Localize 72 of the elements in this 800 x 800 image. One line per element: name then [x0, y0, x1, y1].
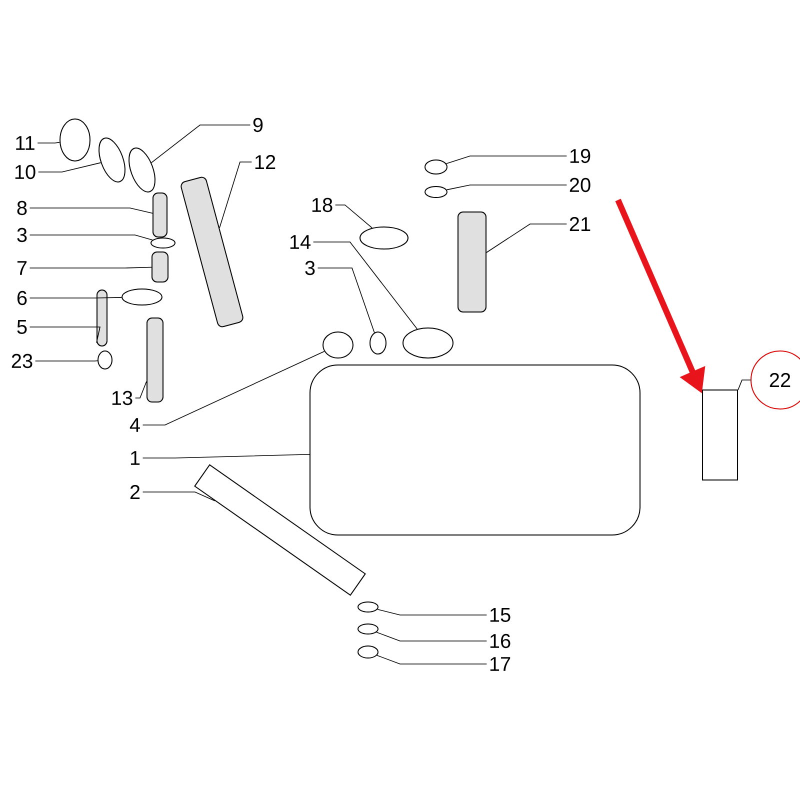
callout-number: 13 — [112, 390, 132, 406]
callout-number: 1 — [130, 451, 140, 465]
callout-number: 15 — [490, 608, 510, 622]
callout-number: 4 — [130, 418, 140, 432]
callout-number: 3 — [305, 260, 315, 276]
leader-line — [446, 156, 568, 164]
hose-drawing — [152, 192, 168, 238]
leader-line — [29, 234, 153, 240]
callout-number: 18 — [312, 198, 332, 212]
leader-line — [134, 381, 147, 398]
clip-drawing — [150, 238, 176, 248]
callout-number: 22 — [750, 350, 800, 410]
ring-drawing — [98, 138, 126, 182]
leader-line — [34, 360, 98, 362]
leader-line — [142, 350, 325, 426]
crossmember-drawing — [194, 464, 366, 596]
washer-drawing — [358, 602, 378, 612]
callout-number: 12 — [255, 155, 276, 169]
callout-number: 10 — [15, 164, 36, 180]
callout-number: 9 — [253, 118, 263, 132]
gasket-drawing — [360, 226, 408, 250]
nut-drawing — [424, 160, 448, 174]
leader-line — [29, 297, 122, 298]
leader-line — [317, 268, 375, 333]
leader-line — [38, 162, 102, 172]
hose-drawing — [180, 176, 244, 328]
callout-number: 5 — [17, 320, 27, 334]
nut-drawing — [358, 646, 378, 658]
bracket-drawing — [702, 390, 738, 480]
leader-line — [334, 204, 373, 228]
callout-number: 6 — [17, 290, 27, 306]
leader-line — [376, 632, 488, 642]
valve-drawing — [98, 350, 112, 370]
clamp-drawing — [122, 288, 162, 306]
leader-line — [738, 380, 751, 390]
leader-line — [377, 608, 488, 616]
filler-neck-drawing — [402, 328, 454, 358]
callout-number: 20 — [570, 178, 590, 192]
leader-line — [142, 492, 216, 502]
fuel-tank-drawing — [310, 364, 640, 536]
leader-line — [37, 142, 60, 144]
filler-cap-drawing — [60, 118, 90, 162]
leader-line — [29, 326, 100, 344]
callout-number: 7 — [17, 261, 27, 275]
leader-line — [446, 184, 568, 190]
callout-number: 8 — [17, 200, 27, 216]
leader-line — [376, 654, 488, 664]
clip-drawing — [370, 332, 386, 354]
clamp-drawing — [322, 332, 354, 358]
leader-line — [29, 208, 153, 214]
ring-drawing — [128, 148, 156, 192]
callout-number: 21 — [570, 217, 590, 231]
leader-line — [219, 162, 252, 228]
connector-drawing — [152, 252, 168, 282]
leader-line — [486, 224, 568, 253]
hose-drawing — [146, 318, 164, 402]
callout-number: 3 — [17, 228, 27, 242]
leader-line — [312, 242, 418, 330]
callout-number: 17 — [490, 657, 510, 671]
callout-number: 2 — [130, 485, 140, 499]
callout-number: 16 — [490, 634, 510, 648]
fuel-sender-drawing — [458, 212, 486, 312]
washer-drawing — [424, 186, 448, 198]
clip-drawing — [358, 624, 378, 634]
callout-number: 23 — [12, 354, 32, 368]
leader-line — [29, 266, 152, 268]
leader-line — [142, 454, 310, 458]
callout-number: 11 — [16, 136, 34, 150]
callout-number: 19 — [570, 148, 590, 164]
callout-number: 14 — [290, 235, 311, 249]
pipe-drawing — [96, 290, 108, 346]
leader-line — [151, 124, 251, 164]
